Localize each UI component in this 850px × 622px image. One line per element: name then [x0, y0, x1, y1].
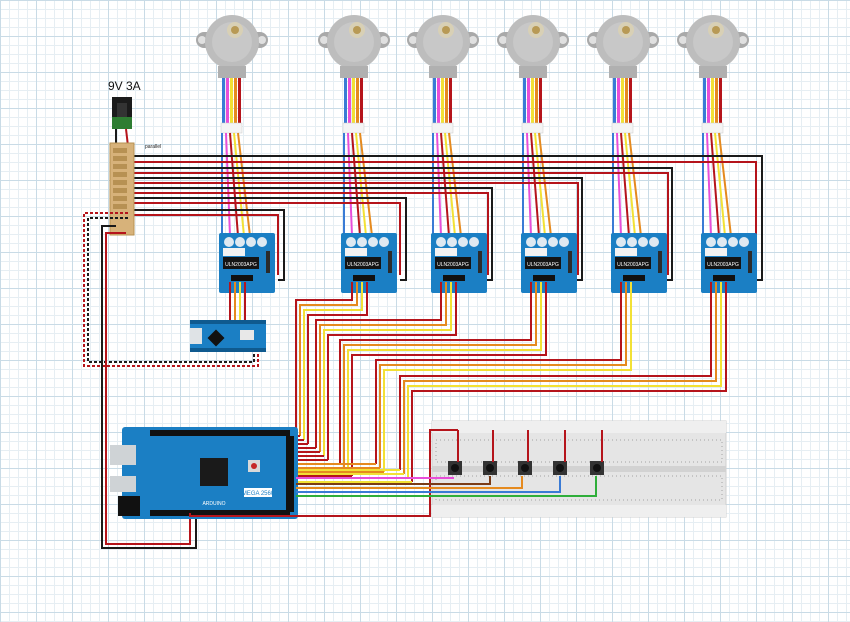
power-bus-wires [132, 155, 763, 281]
breadboard [431, 420, 727, 518]
stepper-motor-3 [406, 14, 480, 134]
stepper-motor-1 [195, 14, 269, 134]
power-jack [112, 97, 132, 147]
distribution-board [109, 142, 135, 236]
arduino-mega: ARDUINO MEGA 2560 [110, 427, 298, 519]
stepper-motor-5 [586, 14, 660, 134]
push-button-3 [518, 461, 532, 475]
nano-power-loop [83, 212, 259, 549]
stepper-motor-6 [676, 14, 750, 134]
push-button-2 [483, 461, 497, 475]
stepper-driver-4 [521, 233, 577, 293]
stepper-motor-2 [317, 14, 391, 134]
arduino-nano [190, 320, 266, 352]
push-button-4 [553, 461, 567, 475]
mega-model-text: MEGA 2560 [242, 491, 275, 497]
stepper-driver-6 [701, 233, 757, 293]
distribution-board-label: parallel [145, 144, 162, 150]
power-supply-label: 9V 3A [108, 79, 141, 93]
stepper-motor-4 [496, 14, 570, 134]
push-button-5 [590, 461, 604, 475]
driver-to-nano-wires [229, 282, 246, 322]
mega-brand-text: ARDUINO [202, 501, 225, 507]
motor-to-driver-wires [221, 132, 732, 237]
stepper-driver-5 [611, 233, 667, 293]
stepper-driver-3 [431, 233, 487, 293]
stepper-driver-2 [341, 233, 397, 293]
driver-to-mega-wires [292, 282, 727, 483]
button-wires [189, 429, 603, 517]
stepper-driver-1 [219, 233, 275, 293]
push-button-1 [448, 461, 462, 475]
